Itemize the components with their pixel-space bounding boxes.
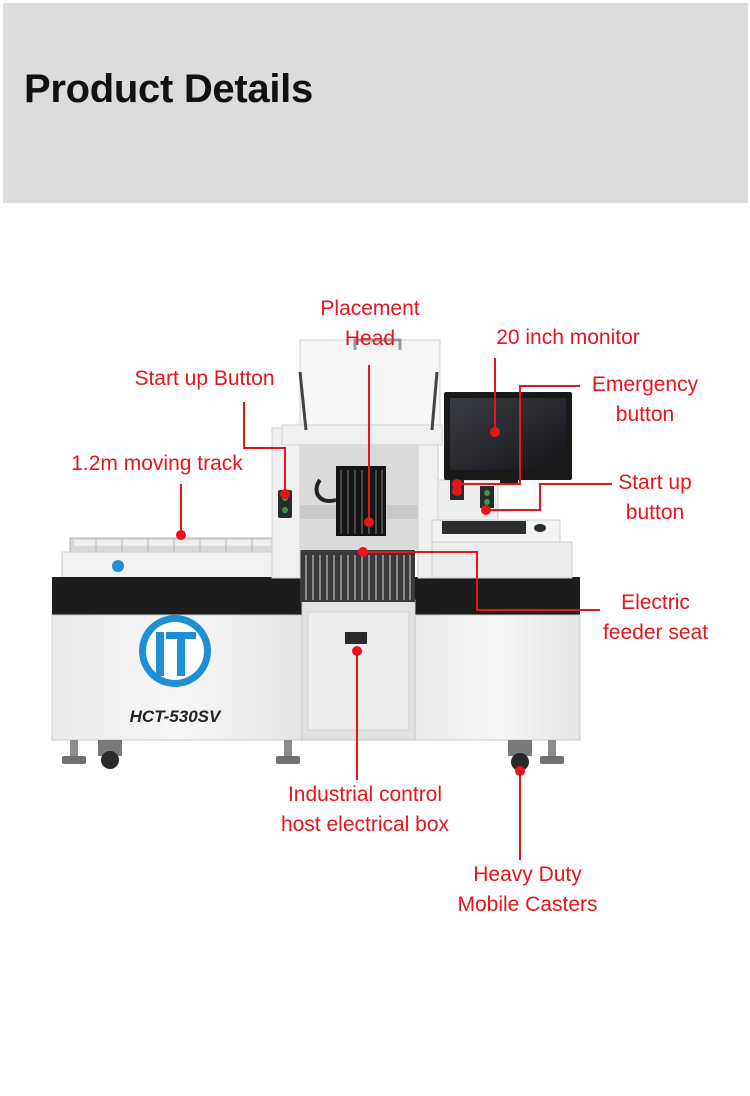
track-logo-icon — [112, 560, 124, 572]
placement-head — [314, 466, 386, 536]
cabinet-right — [414, 614, 581, 741]
casters — [62, 740, 564, 771]
callout-emergency-button: Emergency button — [575, 370, 715, 430]
callout-dots — [176, 427, 525, 776]
callout-start-button-left: Start up Button — [112, 364, 297, 394]
start-button-panel-right — [480, 486, 494, 508]
moving-track — [61, 537, 277, 579]
callout-line: host electrical box — [280, 813, 450, 836]
callout-line: button — [615, 403, 675, 426]
callout-line: feeder seat — [602, 621, 709, 644]
callout-line: Emergency — [591, 373, 699, 396]
callout-line: Head — [344, 327, 396, 350]
callout-line: Mobile Casters — [457, 893, 598, 916]
callout-line: 20 inch monitor — [496, 326, 640, 349]
keyboard — [442, 521, 526, 534]
callout-line: Electric — [621, 591, 690, 614]
emergency-button[interactable] — [452, 486, 462, 496]
monitor — [444, 392, 572, 484]
header-banner: Product Details — [3, 3, 748, 203]
callout-line: Start up Button — [134, 367, 275, 390]
brand-logo-icon — [139, 615, 211, 687]
callout-line: Industrial control — [287, 783, 443, 806]
page-title: Product Details — [24, 67, 313, 111]
mouse — [534, 524, 546, 532]
lid-handle-icon — [353, 338, 402, 350]
callout-casters: Heavy Duty Mobile Casters — [435, 860, 620, 920]
callout-line: Start up — [618, 471, 692, 494]
callout-placement-head: Placement Head — [305, 294, 435, 354]
callout-line: Placement — [320, 297, 420, 320]
callout-electrical-box: Industrial control host electrical box — [260, 780, 470, 840]
callout-moving-track: 1.2m moving track — [48, 449, 266, 479]
callout-feeder-seat: Electric feeder seat — [588, 588, 723, 648]
callout-leaders — [180, 358, 612, 860]
callout-line: button — [625, 501, 685, 524]
feeder-seat — [300, 550, 415, 602]
callout-start-button-right: Start up button — [600, 468, 710, 528]
callout-line: 1.2m moving track — [71, 452, 243, 475]
callout-line: Heavy Duty — [473, 863, 582, 886]
callout-monitor: 20 inch monitor — [478, 323, 658, 353]
model-label: HCT-530SV — [130, 707, 222, 726]
electrical-box-handle-icon — [345, 632, 367, 644]
